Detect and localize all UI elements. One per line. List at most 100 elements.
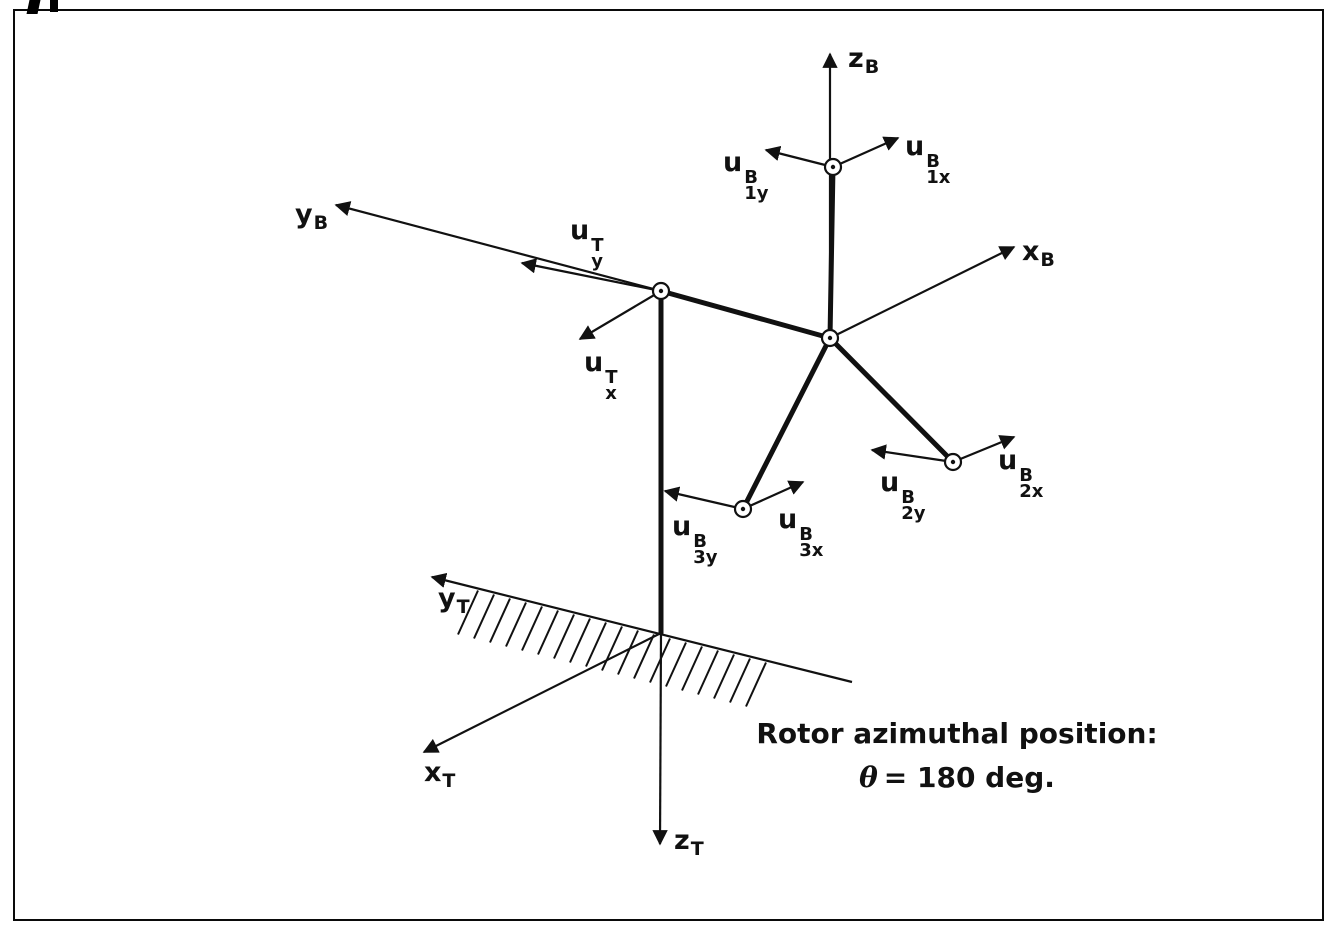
axis-zT-arrow	[652, 632, 668, 846]
label-u3y-base: u	[672, 511, 692, 542]
label-uyT-sup: T	[591, 235, 604, 256]
axis-xB-arrow	[829, 246, 1016, 339]
theta-value: = 180 deg.	[883, 761, 1055, 794]
label-uxT-sup: T	[605, 367, 618, 388]
label-uxT-base: u	[584, 347, 604, 378]
nodes	[651, 157, 963, 519]
hatch-stroke	[521, 606, 543, 651]
dof-u3y-arrow	[663, 486, 744, 511]
figure-border	[13, 9, 1324, 921]
label-u3x-sub: 3x	[799, 540, 824, 561]
label-u2y-base: u	[880, 467, 900, 498]
hatch-stroke	[697, 650, 719, 695]
scan-artifact	[50, 0, 58, 12]
label-axis-xB-base: x	[1022, 236, 1040, 267]
label-axis-xB-sub: B	[1040, 249, 1055, 271]
label-u1x-base: u	[905, 131, 925, 162]
label-uxT-sub: x	[605, 383, 617, 404]
hatch-stroke	[713, 654, 735, 699]
blade-3	[740, 335, 833, 512]
label-axis-zT-base: z	[674, 825, 690, 856]
label-u2y-sub: 2y	[901, 503, 926, 524]
caption: Rotor azimuthal position: θ= 180 deg.	[742, 712, 1172, 800]
dof-uxT-arrow	[578, 290, 662, 340]
label-u1y-sub: 1y	[744, 183, 769, 204]
label-axis-xT-base: x	[424, 757, 442, 788]
label-axis-zB-sub: B	[864, 56, 880, 78]
label-axis-zT-sub: T	[690, 838, 704, 860]
node-hub	[820, 328, 840, 348]
ground-hatching	[457, 590, 767, 707]
label-axis-zB-base: z	[848, 43, 864, 74]
hatch-stroke	[633, 634, 655, 679]
label-u1x-sup: B	[926, 151, 940, 172]
hatch-stroke	[489, 598, 511, 643]
node-tower-top	[651, 281, 671, 301]
node-blade2	[943, 452, 963, 472]
label-axis-yT: yT	[438, 584, 470, 622]
blade-2	[827, 335, 956, 465]
hatch-stroke	[553, 614, 575, 659]
label-axis-zT: zT	[674, 826, 704, 864]
label-axis-zB: zB	[848, 44, 879, 82]
hatch-stroke	[537, 610, 559, 655]
hatch-stroke	[745, 662, 767, 707]
label-u2x-sup: B	[1019, 465, 1033, 486]
label-u1y-base: u	[723, 147, 743, 178]
label-u3x-sup: B	[799, 524, 813, 545]
hatch-stroke	[505, 602, 527, 647]
axis-xT-arrow	[422, 632, 662, 753]
label-axis-yB-sub: B	[313, 212, 329, 234]
ground-line-axis-yT	[430, 572, 853, 684]
dof-u2x-arrow	[952, 435, 1016, 464]
label-axis-yB: yB	[295, 200, 328, 238]
hatch-stroke	[601, 626, 623, 671]
label-u1x-sub: 1x	[926, 167, 951, 188]
label-axis-xT: xT	[424, 758, 455, 796]
label-axis-yB-base: y	[295, 199, 313, 230]
label-axis-xT-sub: T	[442, 770, 456, 792]
label-uyT-base: u	[570, 215, 590, 246]
node-blade3	[733, 499, 753, 519]
caption-line1: Rotor azimuthal position:	[756, 717, 1158, 750]
label-uyT-sub: y	[591, 251, 603, 272]
label-axis-yT-base: y	[438, 583, 456, 614]
dof-u3x-arrow	[742, 480, 805, 511]
label-axis-xB: xB	[1022, 237, 1055, 275]
dof-u2y-arrow	[870, 444, 954, 464]
hatch-stroke	[681, 646, 703, 691]
hatch-stroke	[617, 630, 639, 675]
label-u3y-sup: B	[693, 531, 707, 552]
hatch-stroke	[457, 590, 479, 635]
caption-line2: θ= 180 deg.	[742, 756, 1172, 800]
axes-and-arrows	[334, 52, 1016, 846]
label-u2y-sup: B	[901, 487, 915, 508]
label-u2x-base: u	[998, 445, 1018, 476]
dof-uyT-arrow	[520, 258, 662, 293]
label-u3y-sub: 3y	[693, 547, 718, 568]
label-u1y-sup: B	[744, 167, 758, 188]
dof-u1y-arrow	[764, 145, 834, 169]
label-u3x-base: u	[778, 504, 798, 535]
hatch-stroke	[473, 594, 495, 639]
theta-symbol: θ	[859, 761, 878, 794]
hub-tower-link	[658, 288, 833, 341]
axis-yB-arrow	[334, 201, 662, 293]
